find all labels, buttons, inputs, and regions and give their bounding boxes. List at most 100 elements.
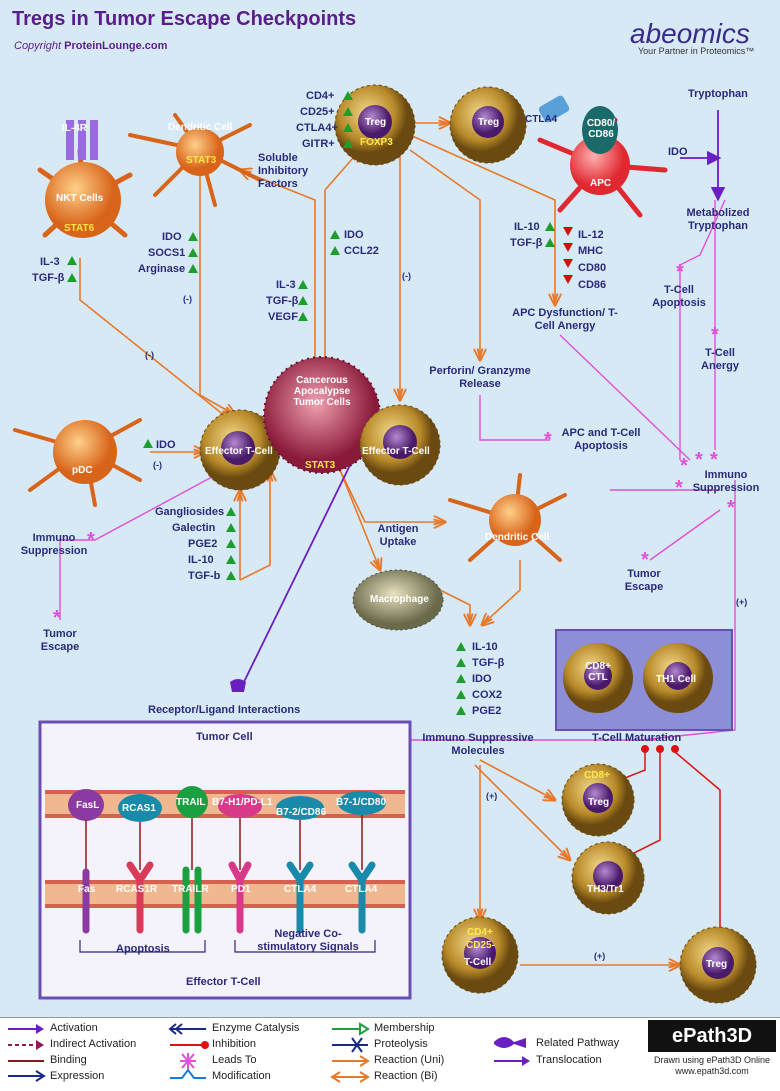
cd8-treg-label-a: CD8+ xyxy=(584,770,610,781)
plus-1: (+) xyxy=(736,597,748,607)
treg2-label: Treg xyxy=(478,117,500,128)
cd4-cd25-label-a: CD4+ xyxy=(467,927,493,938)
cd25-plus: CD25+ xyxy=(300,106,335,118)
bracket-lines xyxy=(79,940,376,953)
inset-negative: Negative Co-stimulatory Signals xyxy=(257,928,359,953)
ctla4-label: CTLA4 xyxy=(525,114,558,125)
svg-text:*: * xyxy=(87,529,95,551)
ligand-b71: B7-1/CD80 xyxy=(336,797,387,808)
ido-apc: IDO xyxy=(668,146,688,158)
leads-to-markers: *** *** *** ** xyxy=(53,261,735,629)
treg2-cell xyxy=(449,86,527,164)
legend-reaction-bi: Reaction (Bi) xyxy=(374,1070,438,1082)
ido-3: IDO xyxy=(472,673,492,685)
ligand-receptor-lines xyxy=(85,815,363,870)
ido-pdc: IDO xyxy=(156,439,176,451)
cd8-ctl-label: CD8+ CTL xyxy=(585,661,611,683)
svg-text:*: * xyxy=(53,607,61,629)
legend-leads-to: Leads To xyxy=(212,1054,257,1066)
receptor-shapes xyxy=(82,861,376,934)
plus-3: (+) xyxy=(594,951,606,961)
receptor-ligand-inset xyxy=(38,720,412,1000)
copyright-prefix: Copyright xyxy=(14,40,62,52)
pink-connectors xyxy=(59,199,736,741)
svg-text:*: * xyxy=(710,449,718,471)
ligand-b7h1: B7-H1/PD-L1 xyxy=(212,797,273,808)
pdc-cell xyxy=(13,418,142,507)
effector2-cell xyxy=(359,404,441,486)
cd80-86-ligand xyxy=(582,106,618,154)
svg-text:*: * xyxy=(544,429,552,451)
il10-a: IL-10 xyxy=(514,221,540,233)
cd4-cd25-label-c: T-Cell xyxy=(464,957,492,968)
inset-apoptosis: Apoptosis xyxy=(116,943,170,955)
legend-reaction-uni: Reaction (Uni) xyxy=(374,1054,445,1066)
gitr-plus: GITR+ xyxy=(302,138,335,150)
receptor-rcas1r: RCAS1R xyxy=(116,884,158,895)
down-triangles xyxy=(563,227,573,284)
il12: IL-12 xyxy=(578,229,604,241)
tgfb-2: TGF-β xyxy=(266,295,299,307)
il3-b: IL-3 xyxy=(276,279,296,291)
macrophage-cell xyxy=(352,569,444,631)
tgfb-b: TGF-b xyxy=(188,570,221,582)
il4r-receptor xyxy=(66,120,98,160)
pge2-b: PGE2 xyxy=(472,705,502,717)
treg-bottom-label: Treg xyxy=(706,959,728,970)
minus-4: (-) xyxy=(153,460,162,470)
tumor-escape-right: Tumor Escape xyxy=(624,568,664,593)
stat6-label: STAT6 xyxy=(64,223,95,234)
cd8-treg-label-b: Treg xyxy=(588,797,610,808)
svg-text:*: * xyxy=(675,477,683,499)
tgfb-nkt: TGF-β xyxy=(32,272,65,284)
minus-1: (-) xyxy=(183,294,192,304)
legend-symbols xyxy=(8,1022,530,1083)
legend-inhibition: Inhibition xyxy=(212,1038,257,1050)
legend-translocation: Translocation xyxy=(536,1054,602,1066)
soluble-factors: Soluble Inhibitory Factors xyxy=(258,152,309,190)
ligand-fasl: FasL xyxy=(76,800,100,811)
treg1-label: Treg xyxy=(365,117,387,128)
dc-top-cell xyxy=(128,113,262,207)
immuno-left: Immuno Suppression xyxy=(20,532,88,557)
legend-membership: Membership xyxy=(374,1022,435,1034)
legend-enzyme: Enzyme Catalysis xyxy=(212,1022,300,1034)
th1-label: TH1 Cell xyxy=(656,674,697,685)
legend-indirect: Indirect Activation xyxy=(50,1038,137,1050)
tgfb-3: TGF-β xyxy=(510,237,543,249)
inset-effector: Effector T-Cell xyxy=(186,976,261,988)
copyright: Copyright ProteinLounge.com xyxy=(14,40,167,52)
apc-label: APC xyxy=(590,178,612,189)
cd8-treg-cell xyxy=(561,763,635,837)
receptor-pd1: PD1 xyxy=(231,884,251,895)
tumor-label: Cancerous Apocalypse Tumor Cells xyxy=(293,375,351,408)
treg-bottom-cell xyxy=(679,926,757,1004)
gangliosides: Gangliosides xyxy=(155,506,225,518)
tcell-apoptosis: T-Cell Apoptosis xyxy=(652,284,706,309)
tcell-anergy: T-Cell Anergy xyxy=(701,347,739,372)
legend-modification: Modification xyxy=(212,1070,271,1082)
svg-text:*: * xyxy=(680,455,688,477)
epath3d-logo: ePath3D xyxy=(648,1020,776,1052)
effector1-cell xyxy=(199,409,281,491)
ctla4-receptor xyxy=(538,95,570,123)
page-title: Tregs in Tumor Escape Checkpoints xyxy=(12,8,357,30)
effector1-label: Effector T-Cell xyxy=(205,446,273,457)
drawn-using: Drawn using ePath3D Online xyxy=(653,1055,771,1065)
minus-2: (-) xyxy=(402,271,411,281)
legend-activation: Activation xyxy=(50,1022,98,1034)
il4r-label: IL-4R xyxy=(62,123,87,134)
il3-nkt: IL-3 xyxy=(40,256,60,268)
tryptophan: Tryptophan xyxy=(688,88,748,100)
svg-text:*: * xyxy=(711,324,719,346)
macrophage-label: Macrophage xyxy=(370,594,429,605)
tcell-maturation: T-Cell Maturation xyxy=(592,732,682,744)
purple-connectors xyxy=(239,110,726,691)
th3-label: TH3/Tr1 xyxy=(587,884,624,895)
cd4-cd25-label-b: CD25- xyxy=(466,940,495,951)
metabolized-tryptophan: Metabolized Tryptophan xyxy=(686,207,750,232)
cd4-plus: CD4+ xyxy=(306,90,335,102)
tumor-stat-label: STAT3 xyxy=(305,460,336,471)
pdc-label: pDC xyxy=(72,465,93,476)
